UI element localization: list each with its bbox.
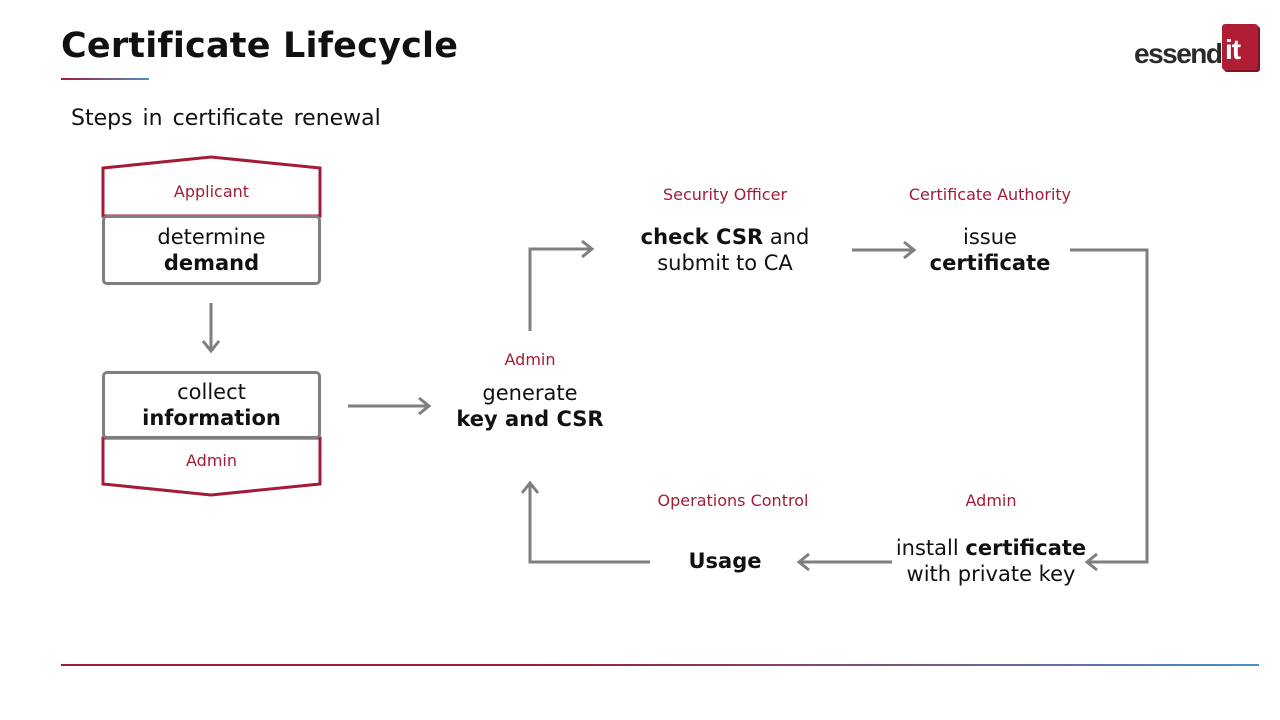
arrowhead-usage-to-generate [520, 480, 540, 494]
footer-divider [61, 664, 1259, 666]
arrowhead-check-to-issue [903, 240, 917, 260]
role-certificate-authority: Certificate Authority [908, 185, 1072, 204]
step-generate-key-csr: generate key and CSR [430, 380, 630, 432]
company-logo: essendi it [1134, 24, 1260, 72]
step-install-line1-plain: install [895, 536, 966, 560]
step-generate-line1: generate [482, 381, 578, 405]
step-install-line2: with private key [906, 562, 1076, 586]
role-operations-control: Operations Control [657, 491, 809, 510]
arrowhead-determine-to-collect [201, 340, 221, 354]
logo-accent-text: it [1225, 34, 1241, 65]
arrowhead-install-to-usage [796, 552, 810, 572]
step-collect-line2: information [142, 406, 281, 430]
step-determine-line2: demand [163, 251, 260, 275]
role-admin-generate: Admin [504, 350, 556, 369]
arrowhead-generate-to-check [581, 239, 595, 259]
step-check-csr: check CSR and submit to CA [605, 224, 845, 276]
role-security-officer: Security Officer [662, 185, 788, 204]
step-check-line1-rest: and [763, 225, 810, 249]
role-applicant: Applicant [173, 182, 250, 201]
step-check-line1-bold: check CSR [640, 225, 764, 249]
step-issue-line2: certificate [929, 251, 1051, 275]
step-install-certificate: install certificate with private key [880, 535, 1102, 587]
step-install-line1-bold: certificate [965, 536, 1087, 560]
step-generate-line2: key and CSR [456, 407, 604, 431]
arrow-usage-to-generate [528, 483, 650, 564]
step-issue-line1: issue [963, 225, 1017, 249]
logo-badge: it [1222, 24, 1258, 70]
role-admin-install: Admin [965, 491, 1017, 510]
step-check-line2: submit to CA [657, 251, 793, 275]
step-determine-demand: determine demand [102, 215, 321, 285]
step-determine-line1: determine [157, 225, 266, 249]
page-title: Certificate Lifecycle [61, 26, 459, 66]
step-issue-certificate: issue certificate [890, 224, 1090, 276]
step-collect-line1: collect [177, 380, 246, 404]
role-admin-collect: Admin [186, 451, 237, 470]
logo-text: essendi [1134, 38, 1229, 69]
step-collect-information: collect information [102, 371, 321, 439]
title-underline [61, 78, 149, 80]
slide-subtitle: Steps in certificate renewal [71, 106, 381, 131]
arrowhead-collect-to-generate [418, 396, 432, 416]
arrowhead-issue-to-install [1084, 552, 1098, 572]
arrow-generate-to-check [528, 247, 592, 331]
arrow-issue-to-install [1070, 248, 1149, 564]
step-usage: Usage [688, 549, 762, 573]
